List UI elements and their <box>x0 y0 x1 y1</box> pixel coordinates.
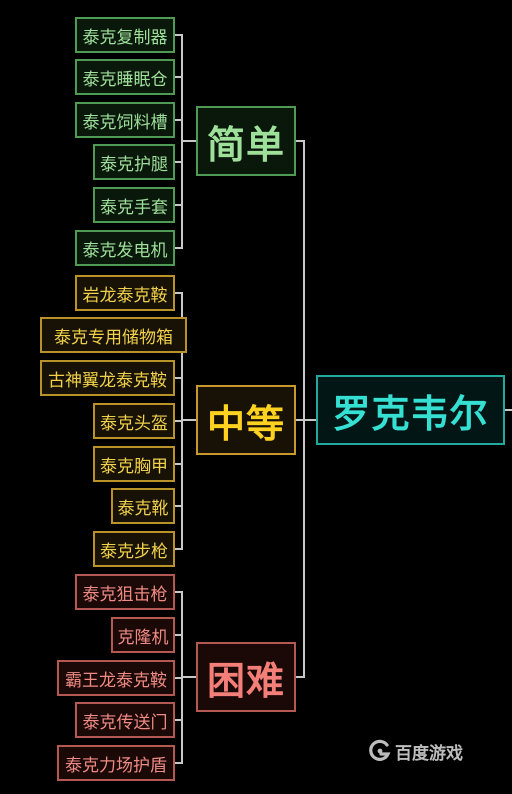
connector-hard-tick-2 <box>175 634 183 636</box>
connector-medium-tick-6 <box>175 505 183 507</box>
connector-easy-tick-5 <box>175 204 183 206</box>
watermark-text: 百度游戏 <box>395 743 463 764</box>
root-node: 罗克韦尔 <box>316 375 505 445</box>
connector-root-vertical <box>303 140 305 678</box>
connector-easy-tick-1 <box>175 34 183 36</box>
watermark: 百度游戏 <box>368 738 463 764</box>
leaf-easy-3: 泰克饲料槽 <box>75 102 175 138</box>
leaf-medium-4: 泰克头盔 <box>93 403 175 439</box>
leaf-easy-2: 泰克睡眠仓 <box>75 59 175 95</box>
connector-hard-category-out <box>296 676 304 678</box>
connector-easy-tick-2 <box>175 76 183 78</box>
leaf-hard-3: 霸王龙泰克鞍 <box>57 660 175 696</box>
connector-medium-tick-4 <box>175 420 183 422</box>
leaf-easy-6: 泰克发电机 <box>75 230 175 266</box>
leaf-hard-4: 泰克传送门 <box>75 702 175 738</box>
leaf-hard-1: 泰克狙击枪 <box>75 574 175 610</box>
category-medium: 中等 <box>196 385 296 455</box>
leaf-easy-5: 泰克手套 <box>93 187 175 223</box>
baidu-games-logo-icon <box>368 739 392 763</box>
connector-hard-tick-3 <box>175 677 183 679</box>
connector-easy-tick-3 <box>175 119 183 121</box>
leaf-medium-5: 泰克胸甲 <box>93 446 175 482</box>
category-easy: 简单 <box>196 106 296 176</box>
leaf-easy-4: 泰克护腿 <box>93 144 175 180</box>
leaf-hard-5: 泰克力场护盾 <box>57 745 175 781</box>
connector-easy-category-out <box>296 140 304 142</box>
connector-medium-tick-5 <box>175 463 183 465</box>
connector-easy-tick-4 <box>175 161 183 163</box>
leaf-medium-3: 古神翼龙泰克鞍 <box>40 360 175 396</box>
connector-hard-tick-4 <box>175 719 183 721</box>
connector-root-right-stub <box>505 409 512 411</box>
connector-easy-tick-6 <box>175 247 183 249</box>
connector-medium-tick-7 <box>175 548 183 550</box>
connector-hard-tick-1 <box>175 591 183 593</box>
leaf-hard-2: 克隆机 <box>111 617 175 653</box>
leaf-medium-7: 泰克步枪 <box>93 531 175 567</box>
leaf-medium-1: 岩龙泰克鞍 <box>75 275 175 311</box>
connector-medium-to-category <box>181 419 196 421</box>
connector-medium-tick-1 <box>175 292 183 294</box>
leaf-medium-6: 泰克靴 <box>111 488 175 524</box>
connector-easy-to-category <box>181 140 196 142</box>
connector-medium-tick-3 <box>175 377 183 379</box>
leaf-easy-1: 泰克复制器 <box>75 17 175 53</box>
connector-hard-tick-5 <box>175 762 183 764</box>
category-hard: 困难 <box>196 642 296 712</box>
connector-medium-category-out <box>296 419 316 421</box>
connector-hard-to-category <box>181 676 196 678</box>
leaf-medium-2: 泰克专用储物箱 <box>40 317 187 353</box>
